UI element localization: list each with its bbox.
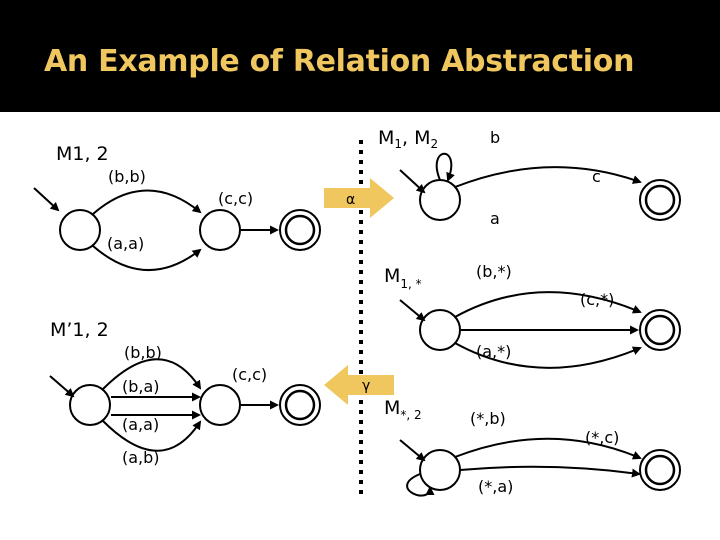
m1m2-edge-a-label: a <box>490 209 500 228</box>
m12-state-final-inner <box>284 214 316 246</box>
slide-title: An Example of Relation Abstraction <box>44 44 635 79</box>
gamma-arrow-shape <box>324 365 394 405</box>
mstar2-state-0 <box>419 449 461 491</box>
m12-edge-bb-label: (b,b) <box>108 167 146 186</box>
m1m2-edge-b <box>435 152 455 182</box>
m1m2-state-final <box>639 179 681 221</box>
mstar2-edge-b <box>454 437 642 460</box>
gamma-label: γ <box>362 378 370 394</box>
alpha-arrow-shape <box>324 178 394 218</box>
m12-label: M1, 2 <box>56 143 109 165</box>
m12-edge-cc-label: (c,c) <box>218 189 253 208</box>
m1m2-automaton <box>399 152 681 221</box>
m1star-edge-a-label: (a,*) <box>476 342 511 361</box>
mstar2-edge-c <box>459 465 641 478</box>
m12-state-final <box>279 209 321 251</box>
m1star-label: M1, * <box>384 265 422 291</box>
m1star-edge-b-label: (b,*) <box>476 262 512 281</box>
m12-edge-bb <box>92 189 202 215</box>
mprime12-edge-bb-label: (b,b) <box>124 343 162 362</box>
mstar2-state-final-inner <box>644 454 676 486</box>
m1star-edge-b <box>454 291 642 318</box>
m1m2-start-arrow <box>399 169 426 194</box>
mprime12-edge-cc-label: (c,c) <box>232 365 267 384</box>
m1m2-edge-b-label: b <box>490 128 500 147</box>
m1m2-label: M1, M2 <box>378 127 438 151</box>
mprime12-state-final-inner <box>284 389 316 421</box>
m12-state-1 <box>199 209 241 251</box>
m1star-edge-a <box>454 342 642 369</box>
m1m2-state-0 <box>419 179 461 221</box>
mstar2-edge-b-label: (*,b) <box>470 409 506 428</box>
m12-edge-aa-label: (a,a) <box>107 234 144 253</box>
mprime12-label: M’1, 2 <box>50 319 109 341</box>
m1m2-state-final-inner <box>644 184 676 216</box>
m1star-start-arrow <box>399 299 426 322</box>
m12-automaton <box>33 187 321 271</box>
mstar2-edge-a-label: (*,a) <box>478 477 513 496</box>
m1star-state-final-inner <box>644 314 676 346</box>
m12-state-0 <box>59 209 101 251</box>
m1star-edge-c-label: (c,*) <box>580 290 614 309</box>
m12-start-arrow <box>33 187 60 212</box>
mstar2-edge-a <box>406 473 435 497</box>
mprime12-state-0 <box>69 384 111 426</box>
mprime12-start-arrow <box>49 375 75 398</box>
mprime12-edge-aa-label: (a,a) <box>122 415 159 434</box>
title-bar: An Example of Relation Abstraction <box>0 0 720 112</box>
mstar2-edge-c-label: (*,c) <box>585 428 619 447</box>
mstar2-start-arrow <box>399 439 426 462</box>
mprime12-edge-1 <box>102 358 202 390</box>
m1m2-edge-c-label: c <box>592 167 601 186</box>
mprime12-state-1 <box>199 384 241 426</box>
m12-edge-aa <box>92 245 202 271</box>
m1star-automaton <box>399 291 681 369</box>
mprime12-automaton <box>49 358 321 452</box>
m1m2-edge-c <box>454 166 642 188</box>
gamma-arrow: γ <box>324 365 394 405</box>
mprime12-edge-ab-label: (a,b) <box>122 448 160 467</box>
mstar2-state-final <box>639 449 681 491</box>
alpha-label: α <box>346 192 355 208</box>
mprime12-edge-4 <box>102 420 202 452</box>
mstar2-automaton <box>399 437 681 497</box>
m1star-state-final <box>639 309 681 351</box>
mprime12-edge-ba-label: (b,a) <box>122 377 160 396</box>
mstar2-label: M*, 2 <box>384 397 422 422</box>
mprime12-state-final <box>279 384 321 426</box>
m1star-state-0 <box>419 309 461 351</box>
alpha-arrow: α <box>324 178 394 218</box>
